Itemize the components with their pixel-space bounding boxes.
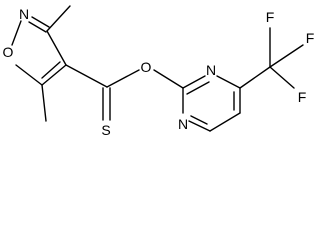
atom-labels: N O S O N N F F F bbox=[3, 6, 315, 138]
atom-f-right: F bbox=[306, 30, 315, 46]
bond-c2-n3-double bbox=[186, 81, 210, 95]
bonds bbox=[11, 5, 304, 132]
bond-c3-methyl bbox=[46, 5, 71, 32]
bond-n3-c4 bbox=[216, 75, 241, 89]
atom-s-thione: S bbox=[101, 122, 110, 138]
bond-cthio-o bbox=[106, 69, 140, 88]
atom-f-left: F bbox=[266, 9, 275, 25]
atom-o-isoxazole: O bbox=[3, 44, 14, 60]
bond-c3-c4 bbox=[46, 30, 67, 66]
bond-c6-n1-double bbox=[190, 115, 208, 125]
bond-c2-n3 bbox=[182, 75, 206, 89]
bond-c4-c5-double bbox=[41, 61, 61, 79]
bond-cf3-f-bottom bbox=[269, 66, 295, 89]
bond-c4-cthio bbox=[65, 64, 108, 88]
chemical-structure-diagram: N O S O N N F F F bbox=[3, 5, 315, 138]
atom-n-pyrimidine-bottom: N bbox=[178, 116, 188, 132]
bond-c5-c6 bbox=[209, 112, 241, 132]
bond-n2-c3 bbox=[28, 21, 47, 33]
bond-c5-methyl bbox=[41, 84, 47, 122]
bond-c6-n1 bbox=[188, 120, 211, 132]
bond-c4-c5 bbox=[41, 64, 67, 86]
bond-o1-n2 bbox=[11, 20, 22, 46]
atom-n-pyrimidine-top: N bbox=[206, 62, 216, 78]
bond-o-pyrimidine bbox=[153, 69, 184, 89]
atom-o-ester: O bbox=[141, 59, 152, 75]
bond-c5-o1 bbox=[15, 64, 43, 86]
atom-f-bottom: F bbox=[298, 89, 307, 105]
atom-n-isoxazole: N bbox=[19, 6, 29, 22]
bond-cf3-f-right bbox=[269, 44, 304, 68]
bond-c4-cf3 bbox=[239, 66, 271, 89]
bond-n2-c3-double bbox=[31, 16, 50, 28]
